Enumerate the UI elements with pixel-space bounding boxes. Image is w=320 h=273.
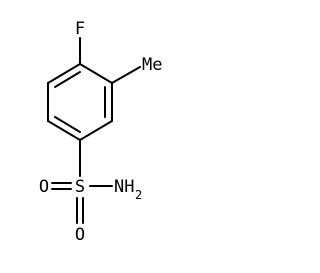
atom-label-oxygen-bottom: O [75, 225, 85, 245]
atom-label-oxygen-left: O [39, 177, 49, 197]
atom-label-methyl: Me [142, 55, 162, 75]
bond-ring-methyl [111, 66, 141, 84]
atom-label-sulfur: S [75, 177, 85, 197]
bond-c3-c4 [79, 120, 113, 141]
atom-label-amine: NH [114, 177, 134, 197]
double-bond-inner-c5-c4 [54, 116, 81, 133]
bond-c1-c2 [79, 63, 113, 84]
benzene-ring [47, 63, 113, 141]
atom-label-amine-subscript: 2 [135, 188, 142, 202]
atom-label-fluorine: F [75, 19, 85, 39]
chemical-structure-diagram: F Me S O O NH 2 [39, 19, 163, 245]
double-bond-inner-c1-c6 [54, 71, 81, 88]
bond-c6-c1 [47, 63, 81, 84]
bond-c4-c5 [47, 120, 81, 141]
